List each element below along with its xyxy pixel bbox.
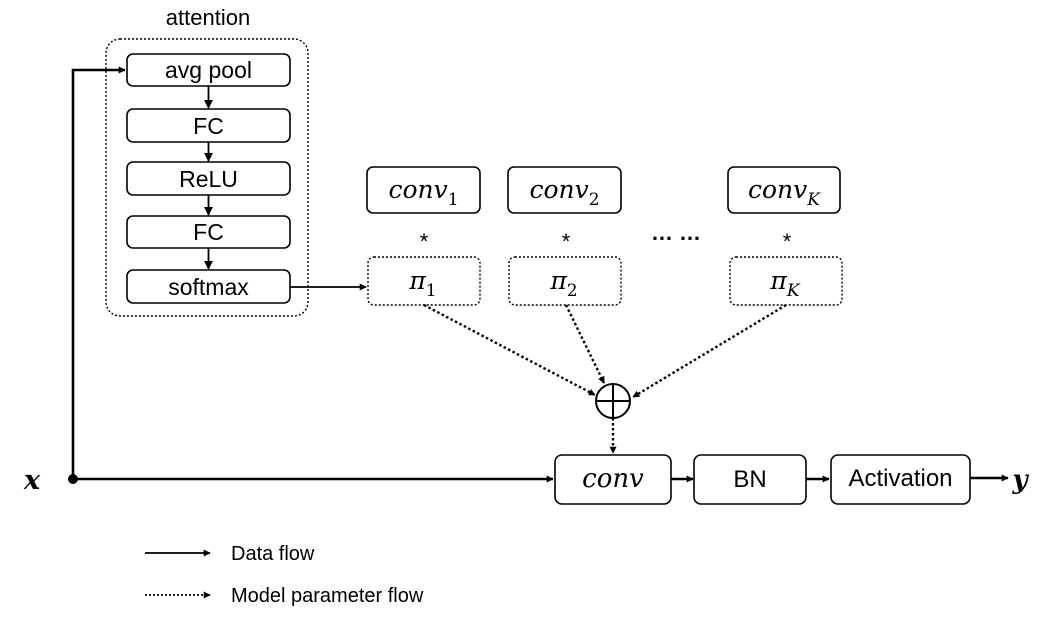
kernel-1-base: conv <box>388 175 447 204</box>
activation-label: Activation <box>848 465 952 492</box>
kernel-k-base: conv <box>748 175 807 204</box>
attention-title: attention <box>166 5 250 30</box>
svg-text:conv2: conv2 <box>529 175 599 210</box>
legend-param-flow: Model parameter flow <box>145 585 424 607</box>
weight-2-base: π <box>549 266 567 295</box>
attention-block-fc-2: FC <box>126 215 291 249</box>
arrow-pi2-to-sum <box>564 304 606 384</box>
kernel-2-base: conv <box>529 175 588 204</box>
kernel-k-sub: K <box>806 190 821 210</box>
attention-block-softmax: softmax <box>126 269 291 304</box>
activation-box: Activation <box>830 454 971 505</box>
svg-text:conv1: conv1 <box>388 175 458 210</box>
weight-k-sub: K <box>786 281 801 301</box>
conv-label: conv <box>582 464 644 494</box>
conv-box: conv <box>554 454 672 505</box>
svg-text:convK: convK <box>748 175 821 210</box>
input-x-label: x <box>23 465 41 496</box>
kernel-box-conv-2: conv2 <box>507 166 622 214</box>
kernel-ellipsis: … … <box>651 220 701 245</box>
kernel-box-conv-k: convK <box>727 166 841 214</box>
kernel-1-sub: 1 <box>448 190 459 210</box>
attention-block-avg-pool: avg pool <box>126 53 291 87</box>
kernel-2-sub: 2 <box>589 190 600 210</box>
weight-1-sub: 1 <box>426 281 437 301</box>
bn-label: BN <box>733 466 766 493</box>
attention-block-fc-1: FC <box>126 108 291 143</box>
weight-box-pi-1: π1 <box>367 256 481 306</box>
bn-box: BN <box>693 454 807 505</box>
fc-1-label: FC <box>193 113 224 139</box>
weight-box-pi-k: πK <box>729 256 843 306</box>
multiply-star-k: * <box>783 229 792 254</box>
legend-data-flow-label: Data flow <box>231 543 315 565</box>
legend-param-flow-label: Model parameter flow <box>231 585 424 607</box>
avg-pool-label: avg pool <box>165 57 252 83</box>
svg-text:π1: π1 <box>408 266 436 301</box>
arrow-pi1-to-sum <box>423 303 596 397</box>
attention-group-border <box>105 38 309 317</box>
sum-oplus-symbol <box>595 383 631 419</box>
weight-2-sub: 2 <box>567 281 578 301</box>
relu-label: ReLU <box>179 166 238 192</box>
kernel-box-conv-1: conv1 <box>366 166 481 214</box>
attention-block-relu: ReLU <box>126 161 291 196</box>
multiply-star-2: * <box>562 229 571 254</box>
multiply-star-1: * <box>420 229 429 254</box>
legend-data-flow: Data flow <box>145 543 315 565</box>
svg-text:π2: π2 <box>549 266 577 301</box>
softmax-label: softmax <box>168 274 249 300</box>
output-y-label: y <box>1011 465 1029 495</box>
weight-box-pi-2: π2 <box>508 256 622 306</box>
weight-1-base: π <box>408 266 426 295</box>
svg-text:πK: πK <box>769 266 800 301</box>
fc-2-label: FC <box>193 219 224 245</box>
arrow-x-to-avgpool <box>71 66 126 479</box>
weight-k-base: π <box>769 266 787 295</box>
arrow-pik-to-sum <box>632 303 787 399</box>
